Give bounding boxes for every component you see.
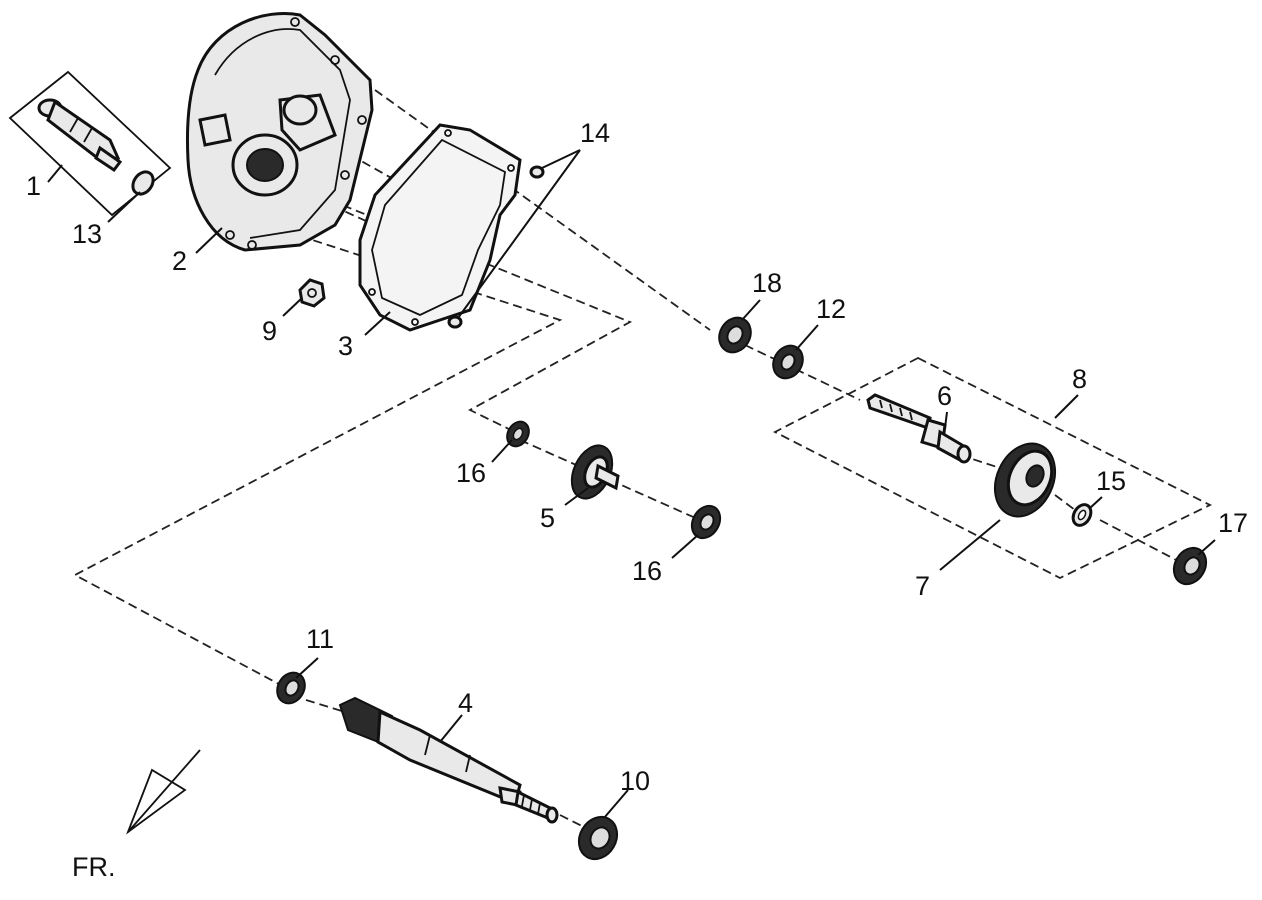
label-part-17: 17 [1218,508,1248,538]
label-part-1: 1 [26,171,41,201]
subassembly-box-8 [773,356,1213,580]
label-part-9: 9 [262,316,277,346]
label-part-14: 14 [580,118,610,148]
part-13-o-ring [131,170,155,196]
part-18-bearing [718,316,752,354]
label-part-2: 2 [172,246,187,276]
part-2-transmission-cover [186,12,374,252]
label-part-7: 7 [915,571,930,601]
label-part-3: 3 [338,331,353,361]
part-16-bearing-b [690,504,722,540]
part-5-gear [570,444,620,500]
part-16-bearing-a [506,420,530,448]
part-3-gasket [358,123,522,332]
label-part-5: 5 [540,503,555,533]
label-part-6: 6 [937,381,952,411]
label-part-11: 11 [306,624,334,654]
part-labels: 1 13 2 9 3 14 18 12 6 8 15 17 7 16 5 16 … [26,118,1248,882]
part-6-shaft [866,393,972,464]
label-part-12: 12 [816,294,846,324]
label-part-4: 4 [458,688,473,718]
part-14-dowel-pins [447,165,545,329]
label-part-13: 13 [72,219,102,249]
label-part-8: 8 [1072,364,1087,394]
label-part-15: 15 [1096,466,1126,496]
part-9-nut [298,278,326,308]
label-part-18: 18 [752,268,782,298]
label-part-16-b: 16 [632,556,662,586]
front-marker-label: FR. [72,852,116,882]
part-7-gear [993,442,1057,518]
label-part-16-a: 16 [456,458,486,488]
part-11-bearing [276,671,306,705]
part-15-washer [1071,503,1093,527]
part-12-seal [772,344,804,380]
label-part-10: 10 [620,766,650,796]
part-10-oil-seal [577,815,619,861]
front-direction-arrow-icon [126,749,201,835]
leader-lines [47,149,1216,819]
part-17-bearing [1172,546,1208,586]
part-1-shaft-kit [8,70,172,217]
part-4-main-shaft [338,696,559,824]
